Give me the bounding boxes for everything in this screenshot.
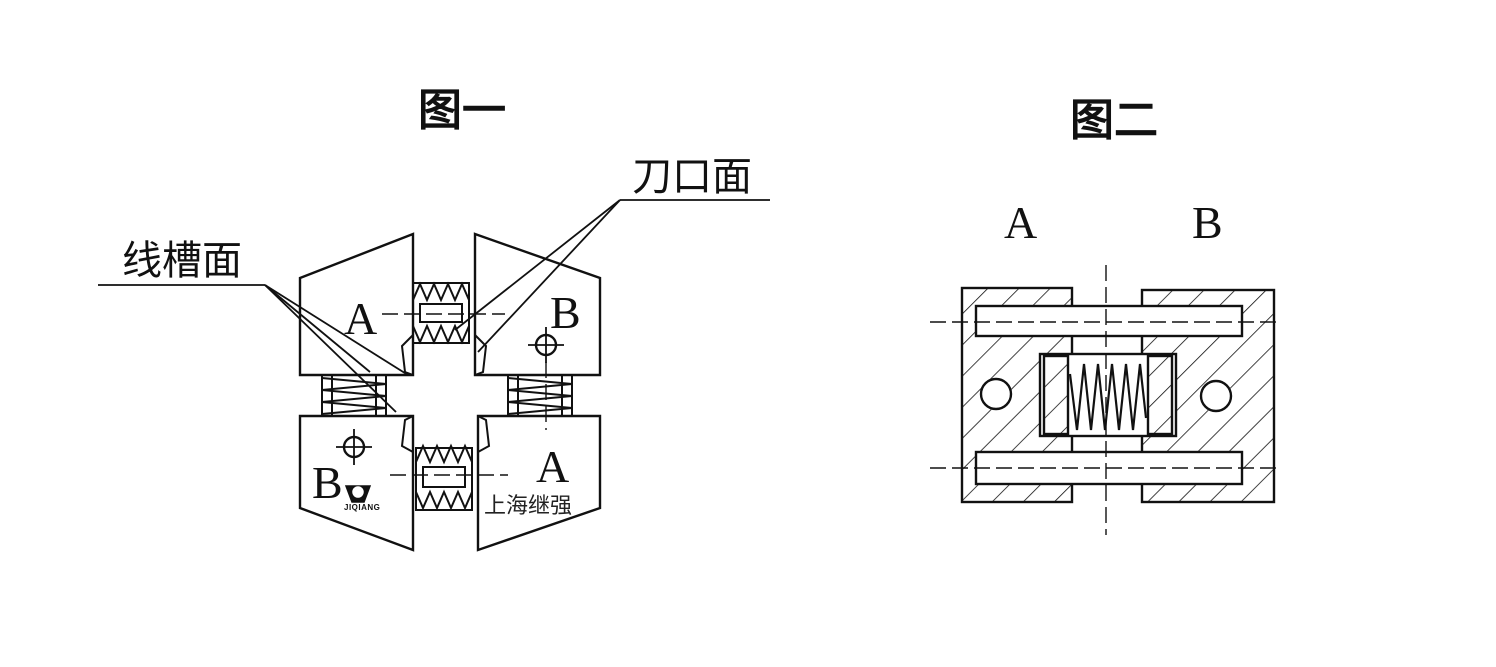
- figure2-label-b: B: [1192, 197, 1223, 248]
- compression-spring: [1068, 363, 1148, 431]
- jaw-notches: [400, 334, 491, 453]
- fig1-centerlines: [382, 313, 547, 476]
- spring-plunger-right: [1146, 354, 1174, 436]
- figure2-title: 图二: [1070, 95, 1158, 146]
- pivot-hole-bottom-left: [336, 429, 372, 465]
- blade-face-label: 刀口面: [632, 154, 752, 200]
- hole-right: [1199, 379, 1233, 413]
- fig2-centerlines: [930, 265, 1282, 535]
- figure2-label-a: A: [1004, 197, 1038, 248]
- groove-leader-lines: [98, 284, 409, 413]
- figure1-title: 图一: [418, 85, 506, 136]
- spring-right: [507, 373, 573, 417]
- figure1-drawing: [98, 199, 770, 552]
- spring-left: [321, 373, 387, 417]
- jaw-top-right-body: [473, 232, 602, 377]
- spring-plunger-left: [1042, 354, 1070, 436]
- upper-pin: [974, 304, 1244, 338]
- spring-top: [412, 281, 470, 345]
- groove-face-label: 线槽面: [122, 238, 242, 284]
- figure2-drawing: [930, 265, 1282, 535]
- jaw-top-right-label: B: [550, 287, 581, 338]
- jaw-bottom-left-label: B: [312, 457, 343, 508]
- jaw-top-left-label: A: [344, 293, 378, 344]
- spring-bottom: [415, 443, 473, 511]
- jaw-bottom-left-body: [298, 414, 415, 552]
- hole-left: [979, 377, 1013, 411]
- pivot-hole-top-right: [528, 327, 564, 363]
- logo-text: JIQIANG: [344, 503, 381, 512]
- jiqiang-logo-icon: [344, 485, 372, 503]
- jaw-bottom-right-label: A: [536, 441, 570, 492]
- brand-text: 上海继强: [484, 494, 573, 519]
- jaw-bottom-right-body: [476, 414, 602, 552]
- blade-leader-lines: [454, 199, 770, 353]
